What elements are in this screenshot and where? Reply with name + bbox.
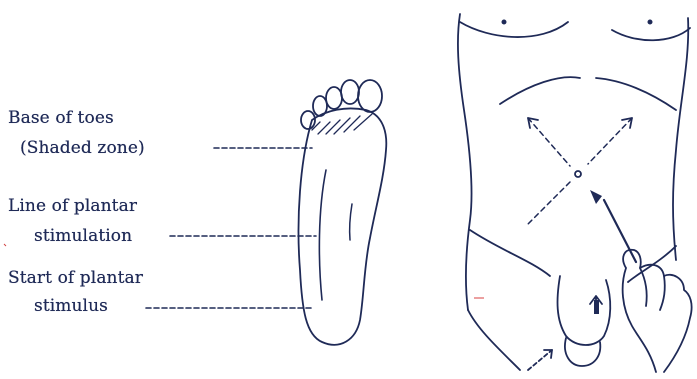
inner-thigh-dashed-line — [528, 350, 552, 370]
toe-3-icon — [326, 87, 342, 109]
toes — [301, 80, 382, 129]
chest-line-right — [612, 28, 690, 40]
print-mark-left — [4, 244, 6, 246]
pin-tip-arrow — [590, 190, 602, 204]
thigh-left-outline — [468, 310, 520, 370]
examiner-finger-outline — [640, 268, 647, 306]
abdominal-line-upper-left — [528, 118, 570, 166]
foot-sole-outline — [299, 108, 387, 344]
abdominal-line-upper-right — [588, 118, 632, 164]
examiner-finger-outline-2 — [660, 276, 665, 310]
scrotum-outline — [565, 338, 600, 366]
pelvis-left-line — [470, 230, 550, 276]
stimulus-pin — [604, 200, 636, 262]
rib-margin-left — [500, 77, 580, 104]
nipple-left-icon — [502, 20, 505, 23]
umbilicus-icon — [575, 171, 581, 177]
examiner-hand-outline — [623, 250, 692, 372]
big-toe-icon — [358, 80, 382, 112]
plantar-stimulation-line — [319, 170, 326, 300]
chest-line-left — [460, 22, 568, 37]
torso-right-outline — [673, 18, 688, 260]
nipple-right-icon — [648, 20, 651, 23]
toe-4-icon — [313, 96, 327, 116]
plantar-crossing-line — [350, 204, 352, 240]
testis-marker — [594, 300, 599, 314]
rib-margin-right — [596, 78, 676, 110]
shaded-zone-hatching — [312, 114, 372, 134]
torso-left-outline — [458, 14, 472, 310]
toe-2-icon — [341, 80, 359, 104]
abdominal-line-lower-left — [526, 182, 570, 226]
genitalia-outline — [558, 276, 611, 345]
